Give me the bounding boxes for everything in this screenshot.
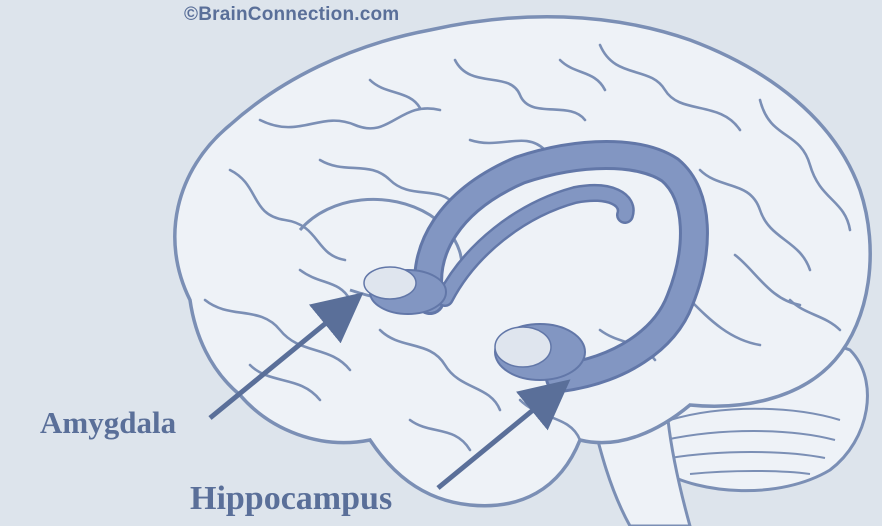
amygdala-label: Amygdala: [40, 405, 176, 441]
copyright-notice: ©BrainConnection.com: [184, 4, 399, 26]
hippocampus-label: Hippocampus: [190, 480, 392, 518]
